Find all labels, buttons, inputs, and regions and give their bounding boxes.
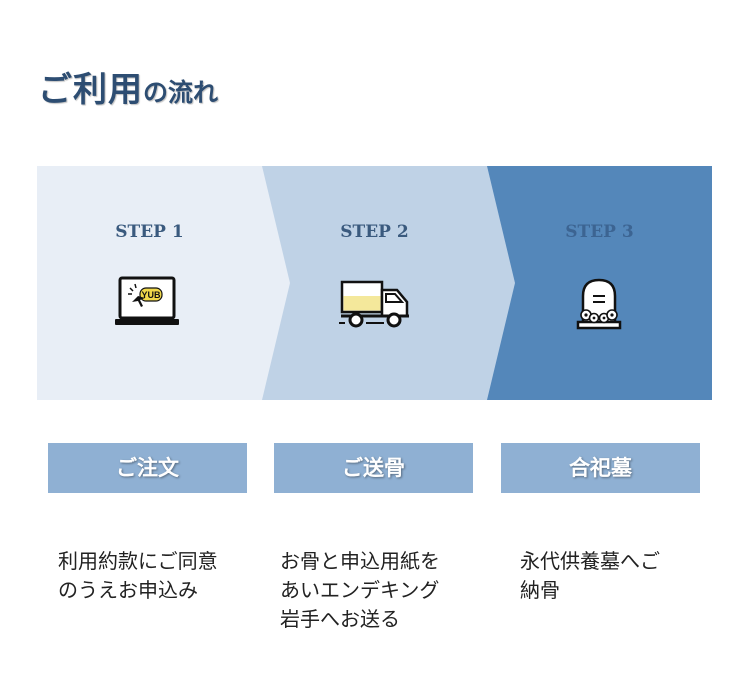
page-title: ご利用の流れ bbox=[38, 62, 218, 111]
desc-line: 永代供養墓へご bbox=[520, 549, 660, 573]
step-arrow-2 bbox=[487, 166, 515, 400]
desc-line: 利用約款にご同意 bbox=[58, 549, 218, 573]
step-label-2: STEP 2 bbox=[340, 222, 409, 242]
step-name-grave: 合祀墓 bbox=[501, 443, 700, 493]
steps-flow: STEP 1 STEP 2 STEP 3 YUB bbox=[37, 166, 712, 400]
step-arrow-1 bbox=[262, 166, 290, 400]
step-description-1: 利用約款にご同意 のうえお申込み bbox=[58, 547, 253, 605]
laptop-badge-text: YUB bbox=[141, 290, 161, 300]
delivery-truck-icon bbox=[339, 274, 411, 338]
step-name-send: ご送骨 bbox=[274, 443, 473, 493]
desc-line: 納骨 bbox=[520, 578, 560, 602]
desc-line: 岩手へお送る bbox=[280, 607, 400, 631]
laptop-click-icon: YUB bbox=[114, 274, 180, 338]
title-main: ご利用 bbox=[38, 70, 143, 110]
gravestone-flowers-icon bbox=[575, 274, 623, 334]
step-name-order: ご注文 bbox=[48, 443, 247, 493]
desc-line: あいエンデキング bbox=[280, 578, 440, 602]
title-sub: の流れ bbox=[143, 78, 219, 107]
step-label-3: STEP 3 bbox=[565, 222, 634, 242]
step-description-3: 永代供養墓へご 納骨 bbox=[520, 547, 700, 605]
step-description-2: お骨と申込用紙を あいエンデキング 岩手へお送る bbox=[280, 547, 480, 634]
desc-line: のうえお申込み bbox=[58, 578, 198, 602]
step-label-1: STEP 1 bbox=[115, 222, 184, 242]
desc-line: お骨と申込用紙を bbox=[280, 549, 440, 573]
